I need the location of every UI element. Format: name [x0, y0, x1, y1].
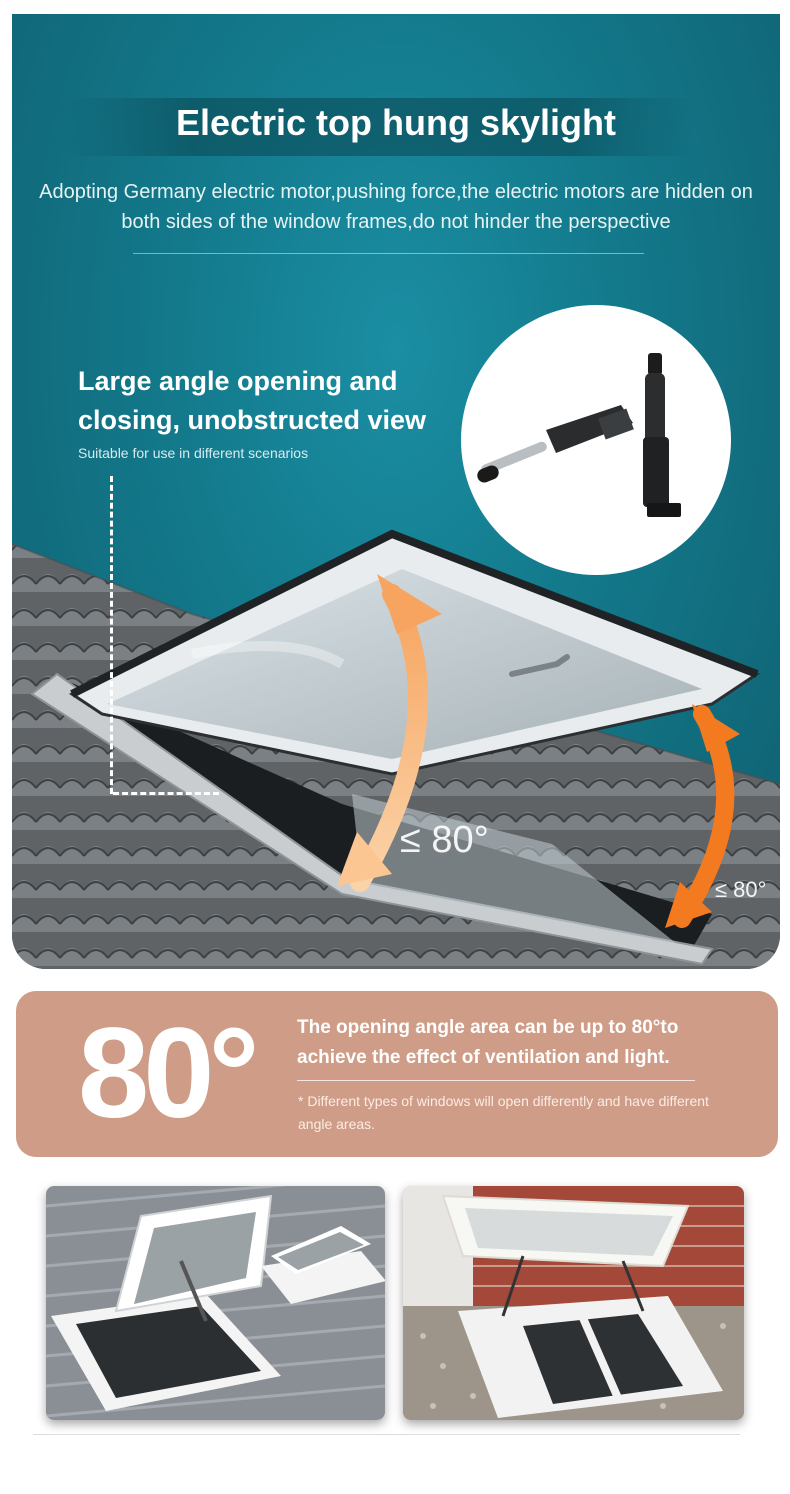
bottom-divider — [33, 1434, 740, 1435]
dashed-guide-vertical — [110, 476, 113, 794]
basement-hatch-photo-icon — [403, 1186, 744, 1420]
angle-label-main: ≤ 80° — [400, 819, 489, 861]
angle-info-card: 80° The opening angle area can be up to … — [16, 991, 778, 1157]
hero-subtitle: Adopting Germany electric motor,pushing … — [39, 181, 753, 233]
motor-image — [461, 305, 731, 575]
divider-line — [133, 253, 644, 254]
angle-description: The opening angle area can be up to 80°t… — [297, 1017, 679, 1068]
angle-label-side: ≤ 80° — [715, 877, 767, 902]
title-band — [66, 98, 694, 156]
feature-subtext: Suitable for use in different scenarios — [78, 445, 309, 461]
electric-motor-icon — [477, 353, 681, 517]
card-divider — [297, 1080, 695, 1081]
roof-skylight-illustration — [12, 529, 780, 969]
page-title: Electric top hung skylight — [175, 102, 617, 143]
hero-section: Electric top hung skylight Adopting Germ… — [12, 14, 780, 969]
photo-roof-skylights — [46, 1186, 385, 1420]
feature-heading: Large angle opening and closing, unobstr… — [78, 366, 427, 435]
photo-basement-hatch — [403, 1186, 744, 1420]
dashed-guide-horizontal — [113, 792, 219, 795]
roof-skylights-photo-icon — [46, 1186, 385, 1420]
angle-note: * Different types of windows will open d… — [298, 1093, 709, 1132]
big-angle-value: 80° — [78, 1002, 260, 1145]
